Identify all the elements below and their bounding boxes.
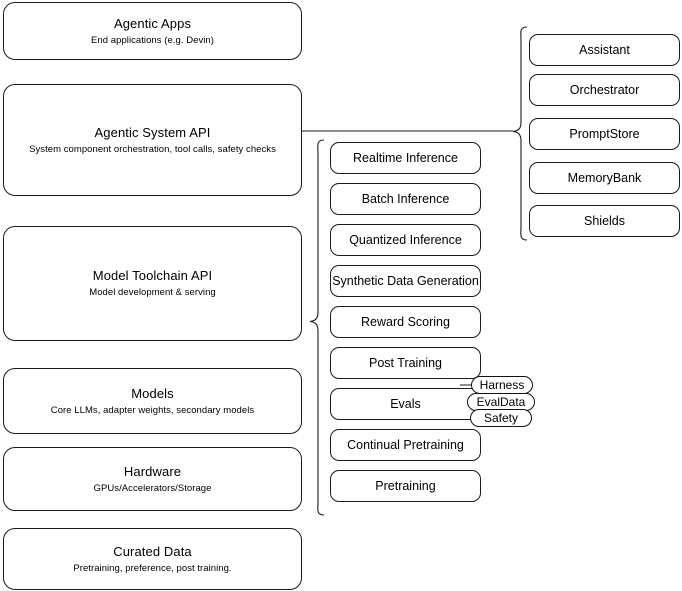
- pill-label: Harness: [479, 378, 525, 392]
- layer-subtitle: System component orchestration, tool cal…: [29, 143, 276, 155]
- brace-system-components: [512, 26, 528, 241]
- chip-label: Orchestrator: [569, 83, 640, 97]
- chip-label: MemoryBank: [567, 171, 642, 185]
- layer-hardware[interactable]: Hardware GPUs/Accelerators/Storage: [3, 447, 302, 511]
- layer-title: Agentic Apps: [113, 15, 192, 31]
- layer-agentic-apps[interactable]: Agentic Apps End applications (e.g. Devi…: [3, 2, 302, 60]
- chip-label: Reward Scoring: [361, 315, 450, 329]
- layer-agentic-system-api[interactable]: Agentic System API System component orch…: [3, 84, 302, 196]
- system-chip-shields[interactable]: Shields: [529, 205, 680, 237]
- layer-title: Hardware: [123, 463, 182, 479]
- toolchain-chip-quantized-inference[interactable]: Quantized Inference: [330, 224, 481, 256]
- chip-label: Realtime Inference: [353, 151, 458, 165]
- chip-label: Synthetic Data Generation: [332, 274, 479, 288]
- layer-subtitle: Model development & serving: [89, 287, 216, 298]
- layer-title: Models: [131, 385, 174, 401]
- layer-title: Curated Data: [113, 543, 192, 559]
- chip-label: Pretraining: [375, 479, 436, 493]
- layer-subtitle: Pretraining, preference, post training.: [73, 562, 232, 574]
- toolchain-chip-post-training[interactable]: Post Training: [330, 347, 481, 379]
- system-chip-promptstore[interactable]: PromptStore: [529, 118, 680, 150]
- toolchain-chip-realtime-inference[interactable]: Realtime Inference: [330, 142, 481, 174]
- system-chip-memorybank[interactable]: MemoryBank: [529, 162, 680, 194]
- layer-model-toolchain-api[interactable]: Model Toolchain API Model development & …: [3, 226, 302, 341]
- chip-label: Assistant: [579, 43, 630, 57]
- eval-pill-harness[interactable]: Harness: [471, 376, 533, 394]
- system-chip-orchestrator[interactable]: Orchestrator: [529, 74, 680, 106]
- toolchain-chip-reward-scoring[interactable]: Reward Scoring: [330, 306, 481, 338]
- eval-pill-safety[interactable]: Safety: [470, 409, 532, 427]
- pill-label: Safety: [483, 411, 519, 425]
- pill-label: EvalData: [476, 395, 526, 409]
- toolchain-chip-evals[interactable]: Evals: [330, 388, 481, 420]
- brace-toolchain-components: [309, 139, 325, 516]
- toolchain-chip-batch-inference[interactable]: Batch Inference: [330, 183, 481, 215]
- layer-subtitle: GPUs/Accelerators/Storage: [93, 482, 212, 494]
- toolchain-chip-continual-pretraining[interactable]: Continual Pretraining: [330, 429, 481, 461]
- toolchain-chip-pretraining[interactable]: Pretraining: [330, 470, 481, 502]
- chip-label: Post Training: [369, 356, 442, 370]
- chip-label: PromptStore: [569, 127, 640, 141]
- layer-title: Agentic System API: [94, 124, 211, 140]
- layer-subtitle: Core LLMs, adapter weights, secondary mo…: [50, 404, 255, 416]
- toolchain-chip-synthetic-data-generation[interactable]: Synthetic Data Generation: [330, 265, 481, 297]
- chip-label: Continual Pretraining: [347, 438, 464, 452]
- layer-models[interactable]: Models Core LLMs, adapter weights, secon…: [3, 368, 302, 434]
- system-chip-assistant[interactable]: Assistant: [529, 34, 680, 66]
- layer-curated-data[interactable]: Curated Data Pretraining, preference, po…: [3, 528, 302, 590]
- layer-subtitle: End applications (e.g. Devin): [91, 34, 214, 46]
- chip-label: Evals: [390, 397, 421, 411]
- chip-label: Batch Inference: [361, 192, 450, 206]
- chip-label: Shields: [584, 214, 625, 228]
- layer-title: Model Toolchain API: [92, 268, 213, 283]
- chip-label: Quantized Inference: [349, 233, 462, 247]
